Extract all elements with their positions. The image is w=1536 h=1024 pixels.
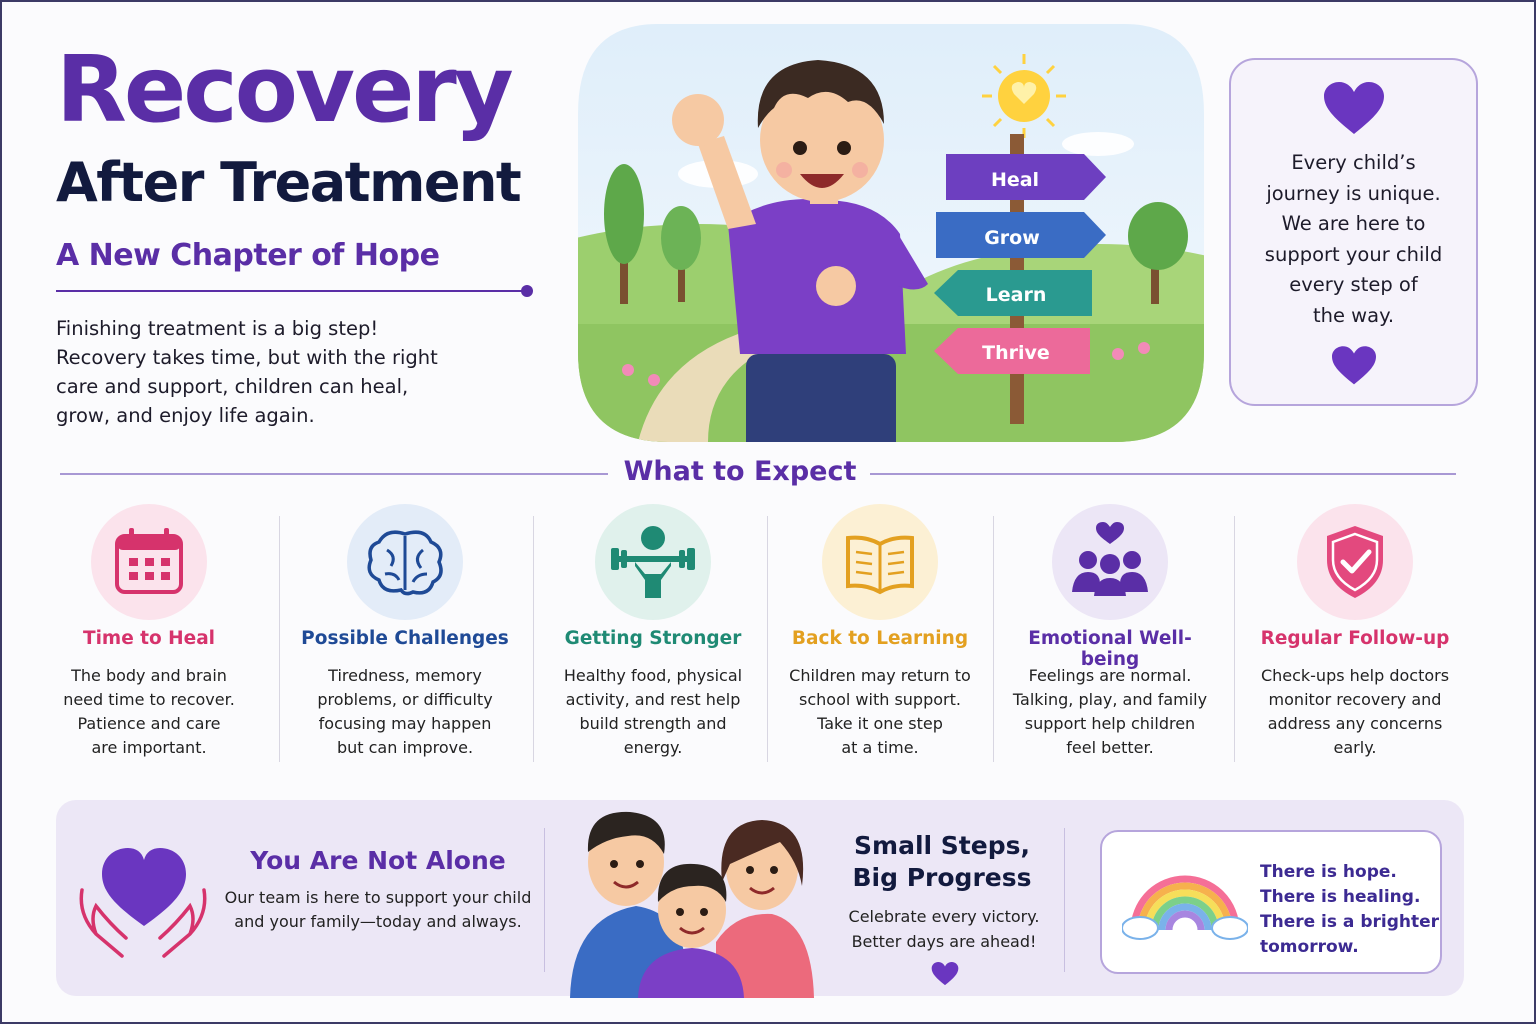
small-steps-text: Celebrate every victory. Better days are… — [848, 907, 1040, 951]
support-quote-card: Every child’s journey is unique. We are … — [1229, 58, 1478, 406]
card-divider — [533, 516, 534, 762]
band-divider — [544, 828, 545, 972]
card-title: Time to Heal — [82, 628, 216, 649]
quote-line: every step of — [1289, 273, 1418, 296]
hope-card: There is hope. There is healing. There i… — [1100, 830, 1442, 974]
calendar-icon — [91, 504, 207, 620]
quote-line: Every child’s — [1291, 151, 1416, 174]
card-divider — [767, 516, 768, 762]
sign-heal: Heal — [991, 169, 1039, 191]
sign-thrive: Thrive — [982, 342, 1050, 364]
section-heading: What to Expect — [623, 456, 857, 487]
hope-line: There is healing. — [1260, 887, 1421, 907]
rainbow-icon — [1122, 875, 1248, 940]
card-title: Regular Follow-up — [1260, 628, 1450, 649]
band-divider — [1064, 828, 1065, 972]
shield-check-icon — [1297, 504, 1413, 620]
hope-line: There is a brighter — [1260, 912, 1440, 932]
hope-line: There is hope. — [1260, 862, 1397, 882]
card-divider — [279, 516, 280, 762]
card-title: Back to Learning — [791, 628, 969, 649]
sign-grow: Grow — [984, 227, 1040, 249]
hero-illustration: Heal Grow Learn Thrive — [578, 24, 1204, 442]
card-divider — [993, 516, 994, 762]
heart-icon — [931, 962, 959, 986]
brain-icon — [347, 504, 463, 620]
sign-learn: Learn — [986, 284, 1047, 306]
card-title: Possible Challenges — [301, 628, 509, 649]
quote-line: journey is unique. — [1266, 181, 1441, 205]
intro-paragraph: Finishing treatment is a big step! Recov… — [56, 317, 438, 427]
tagline-divider-dot — [521, 285, 533, 297]
weightlifter-icon — [595, 504, 711, 620]
heart-icon — [1323, 82, 1384, 134]
not-alone-title: You Are Not Alone — [250, 846, 506, 875]
hope-line: tomorrow. — [1260, 937, 1359, 957]
heart-in-hands-icon — [79, 848, 207, 958]
section-divider-right — [870, 473, 1456, 475]
quote-line: the way. — [1312, 303, 1395, 327]
card-body: Feelings are normal.Talking, play, and f… — [1012, 666, 1208, 757]
card-title: Getting Stronger — [564, 628, 742, 649]
page-title: Recovery — [56, 36, 514, 143]
card-title: Emotional Well-being — [1028, 628, 1192, 670]
support-quote-text: Every child’s journey is unique. We are … — [1245, 148, 1462, 331]
section-divider-left — [60, 473, 608, 475]
small-steps-title: Small Steps, Big Progress — [852, 831, 1032, 892]
family-heart-icon — [1052, 504, 1168, 620]
heart-icon — [1331, 346, 1376, 385]
expect-card-emotional-wellbeing: Emotional Well-being Feelings are normal… — [1004, 500, 1216, 770]
open-book-icon — [822, 504, 938, 620]
tagline: A New Chapter of Hope — [56, 238, 440, 273]
page-subtitle: After Treatment — [56, 151, 522, 214]
family-illustration — [570, 811, 814, 998]
quote-line: support your child — [1264, 242, 1443, 266]
not-alone-text: Our team is here to support your child a… — [224, 888, 532, 931]
expect-card-regular-follow-up: Regular Follow-up Check-ups help doctors… — [1250, 500, 1460, 770]
card-divider — [1234, 516, 1235, 762]
tagline-divider — [56, 290, 524, 292]
quote-line: We are here to — [1281, 212, 1426, 235]
